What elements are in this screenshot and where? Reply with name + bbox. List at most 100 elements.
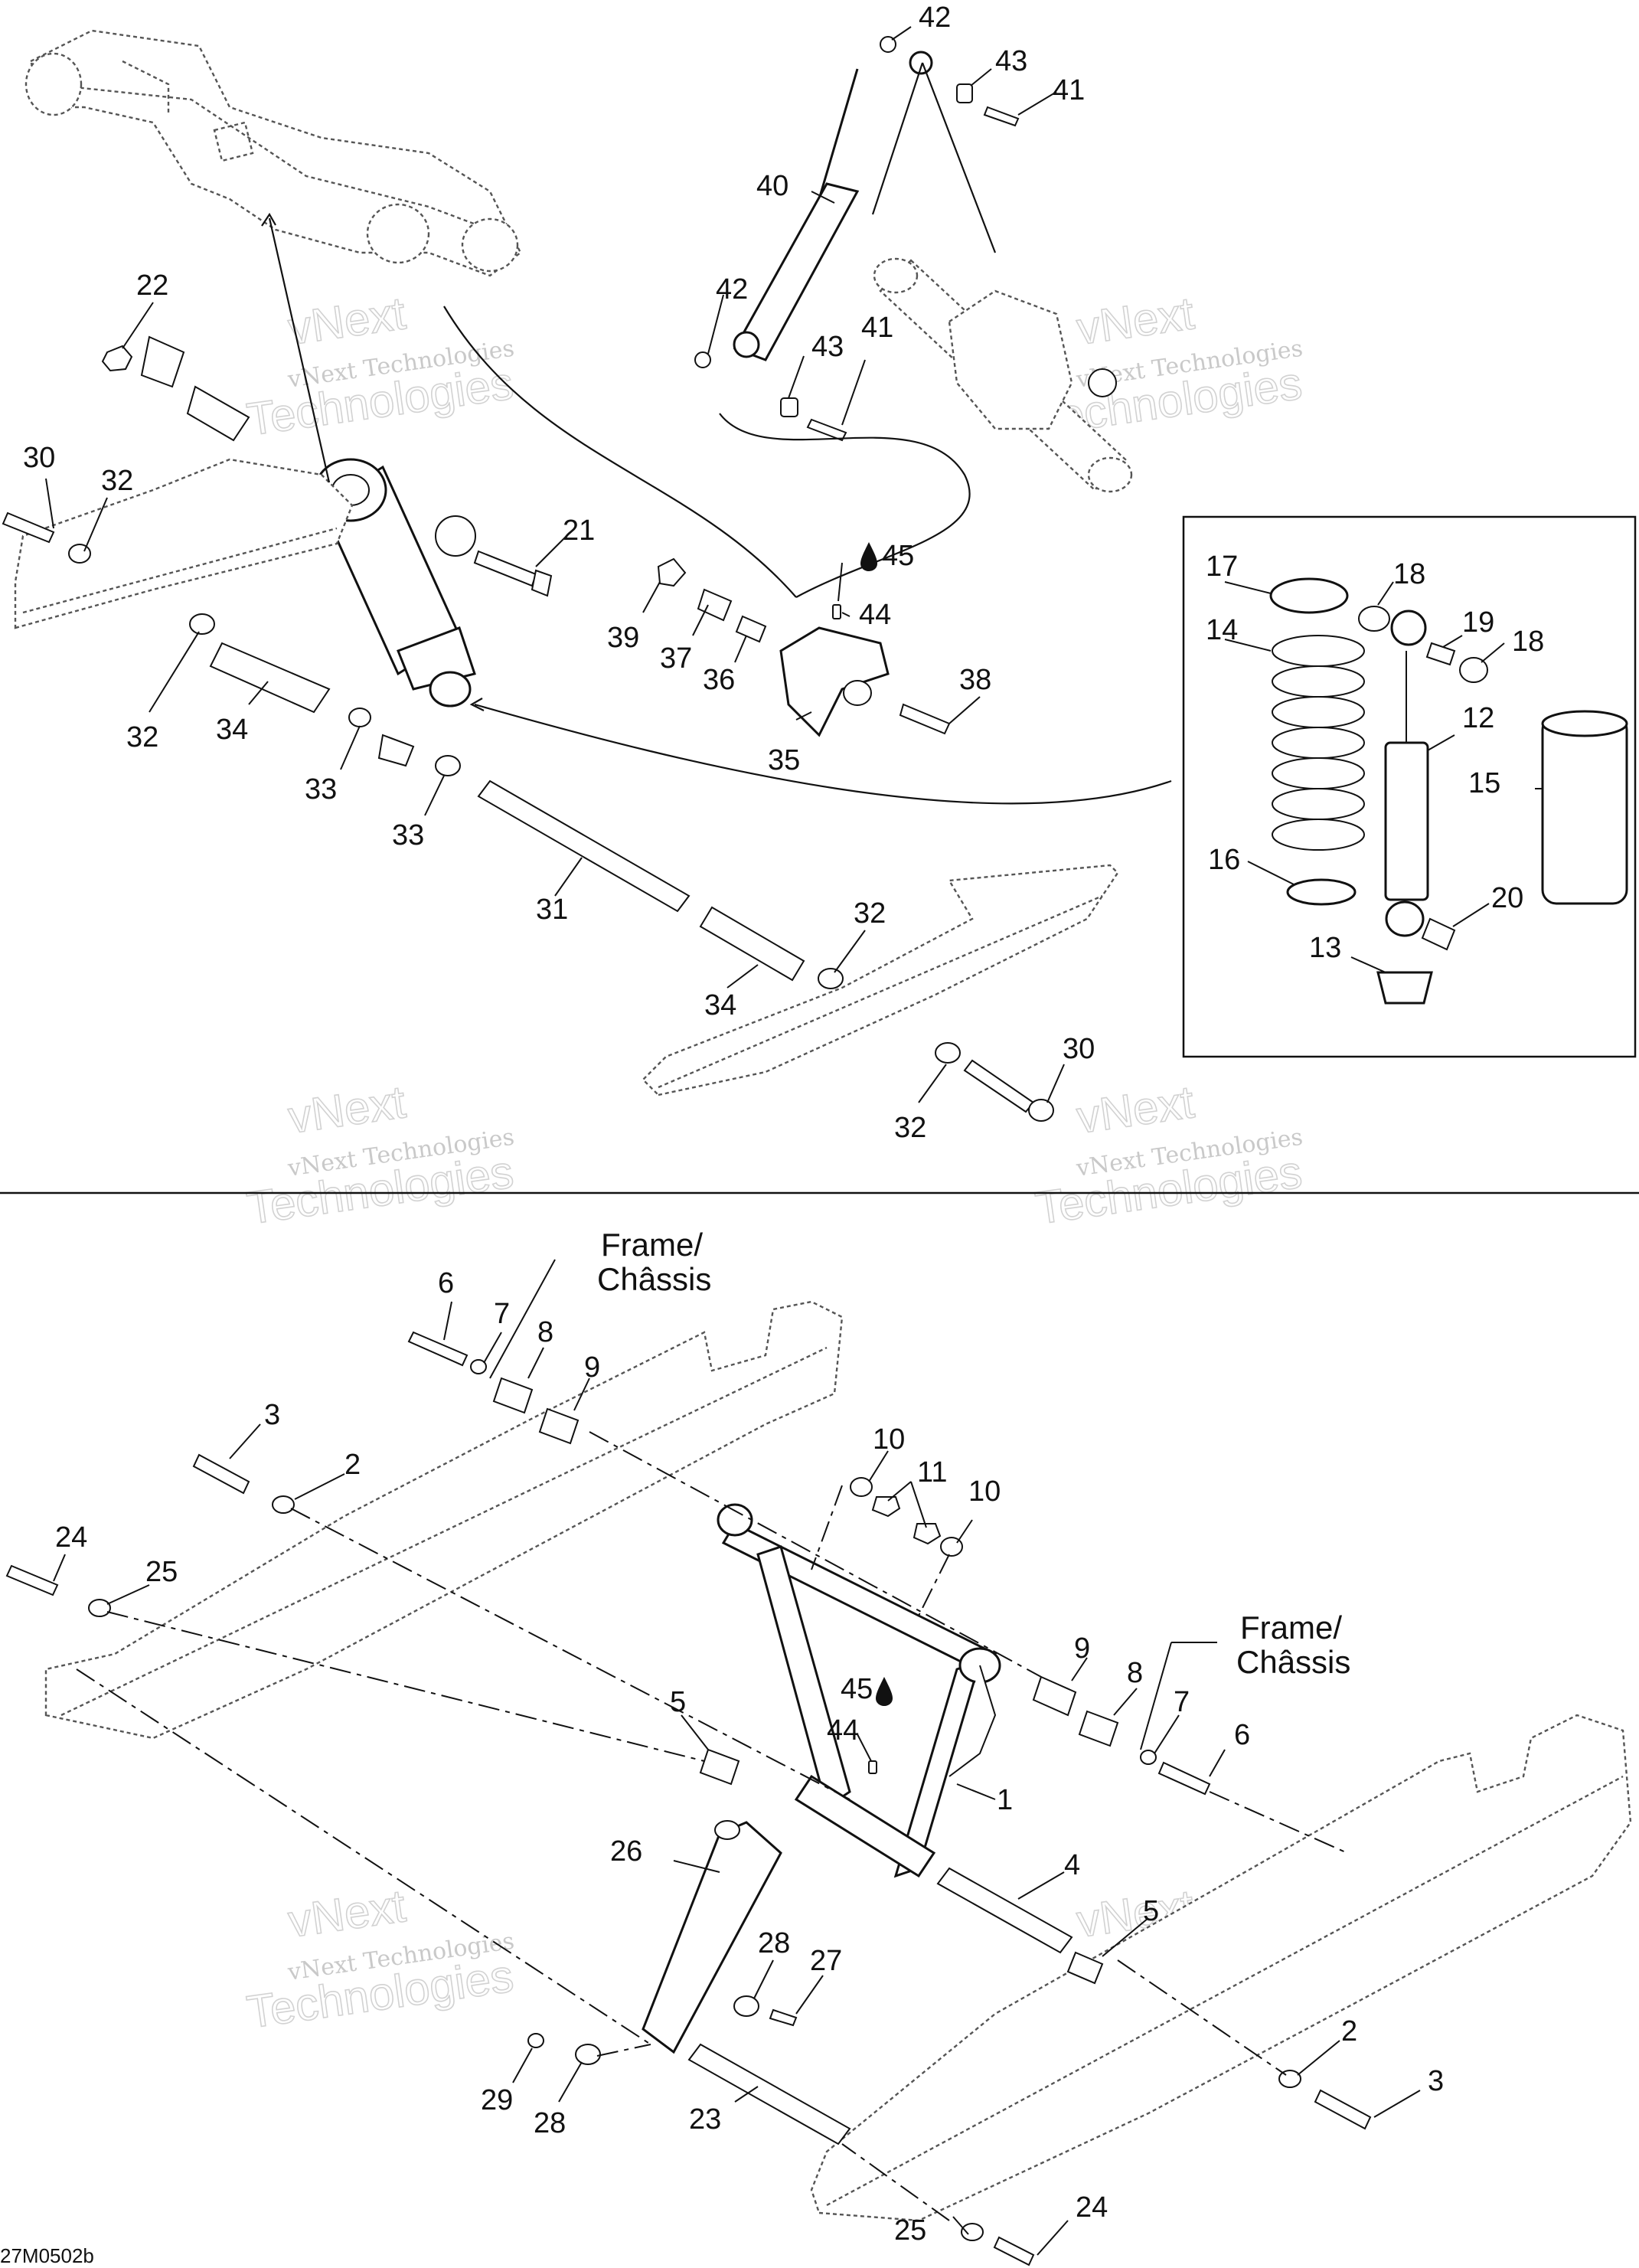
label-34: 34 [704,989,736,1021]
label-29: 29 [481,2084,513,2116]
label-31: 31 [536,894,568,926]
label-3: 3 [1428,2065,1444,2097]
front-arm-1 [717,1503,1001,1878]
label-32: 32 [101,465,133,497]
label-27: 27 [810,1945,842,1977]
svg-text:vNext: vNext [1073,1076,1197,1143]
label-17: 17 [1206,551,1238,583]
label-14: 14 [1206,614,1238,646]
label-44: 44 [827,1714,859,1747]
upper-arm-ghost [24,29,522,277]
label-23: 23 [689,2103,721,2136]
label-8: 8 [1127,1657,1143,1689]
svg-text:vNext: vNext [285,1880,409,1947]
label-3: 3 [264,1399,280,1431]
right-rail-ghost [642,864,1119,1096]
label-37: 37 [660,642,692,675]
part-labels: 42 43 41 40 22 42 43 41 30 32 21 45 17 1… [23,2,1544,2247]
label-24: 24 [1076,2191,1108,2224]
label-9: 9 [1074,1632,1090,1665]
leader-lines [45,26,1543,2256]
top-hardware [2,36,1054,1122]
assembly-arrows [261,62,1172,805]
label-42: 42 [716,273,748,306]
label-40: 40 [756,170,788,202]
bottom-right-rail-ghost [810,1714,1632,2222]
label-2: 2 [344,1449,361,1481]
label-9: 9 [584,1351,600,1384]
label-1: 1 [997,1784,1013,1816]
label-45: 45 [882,540,914,572]
label-34: 34 [216,714,248,746]
label-18: 18 [1512,626,1544,658]
label-30: 30 [1063,1033,1095,1065]
label-16: 16 [1208,844,1240,876]
label-5: 5 [1143,1895,1159,1927]
label-21: 21 [563,515,595,547]
label-13: 13 [1309,932,1341,964]
label-10: 10 [873,1423,905,1456]
label-33: 33 [305,773,337,806]
label-28: 28 [534,2107,566,2139]
label-8: 8 [537,1316,553,1348]
label-32: 32 [126,721,158,753]
label-41: 41 [1053,74,1085,106]
label-25: 25 [145,1556,178,1588]
watermark: vNext vNext Technologies Technologies [1032,1075,1306,1234]
svg-text:Châssis: Châssis [597,1261,711,1297]
label-43: 43 [995,45,1027,77]
watermark: vNext vNext Technologies Technologies [243,286,517,446]
svg-text:Châssis: Châssis [1236,1644,1350,1680]
label-22: 22 [136,270,168,302]
label-2: 2 [1341,2015,1357,2047]
rear-shaft-ghost [873,257,1133,493]
label-4: 4 [1064,1849,1080,1881]
label-39: 39 [607,622,639,654]
label-20: 20 [1491,882,1523,914]
inset-hardware [1269,577,1628,1005]
frame-label-left: Frame/ Châssis [597,1227,711,1297]
label-6: 6 [1234,1719,1250,1751]
watermark: vNext vNext Technologies Technologies [243,1879,517,2038]
label-44: 44 [859,599,891,631]
bottom-left-rail-ghost [44,1300,844,1740]
svg-text:vNext: vNext [1073,287,1197,355]
label-32: 32 [894,1112,926,1144]
label-7: 7 [1174,1686,1190,1718]
label-7: 7 [494,1298,510,1330]
svg-text:Frame/: Frame/ [1240,1609,1342,1645]
frame-label-right: Frame/ Châssis [1236,1609,1350,1680]
label-35: 35 [768,744,800,776]
label-36: 36 [703,664,735,696]
label-41: 41 [861,312,893,344]
label-18: 18 [1393,558,1425,590]
label-32: 32 [854,897,886,930]
oil-drop-icon [876,1677,893,1706]
shock-absorber-40 [733,51,933,361]
label-45: 45 [841,1673,873,1705]
label-15: 15 [1468,767,1500,799]
label-24: 24 [55,1521,87,1554]
label-42: 42 [919,2,951,34]
label-5: 5 [670,1686,686,1718]
label-33: 33 [392,819,424,851]
label-19: 19 [1462,606,1494,639]
svg-text:Frame/: Frame/ [601,1227,703,1263]
label-38: 38 [959,664,991,696]
svg-text:vNext: vNext [285,1076,409,1143]
label-43: 43 [811,331,844,363]
label-12: 12 [1462,702,1494,734]
watermark: vNext vNext Technologies Technologies [243,1075,517,1234]
label-26: 26 [610,1835,642,1868]
shock-detail-inset [1182,515,1637,1058]
bottom-hardware [5,1331,1372,2266]
label-6: 6 [438,1267,454,1299]
spring-14 [1272,635,1365,851]
alignment-lines [76,1431,1348,2221]
label-28: 28 [758,1927,790,1959]
oil-drop-icon [860,542,877,571]
label-11: 11 [917,1456,947,1489]
drawing-code: 27M0502b [0,2244,94,2267]
label-10: 10 [968,1476,1001,1508]
